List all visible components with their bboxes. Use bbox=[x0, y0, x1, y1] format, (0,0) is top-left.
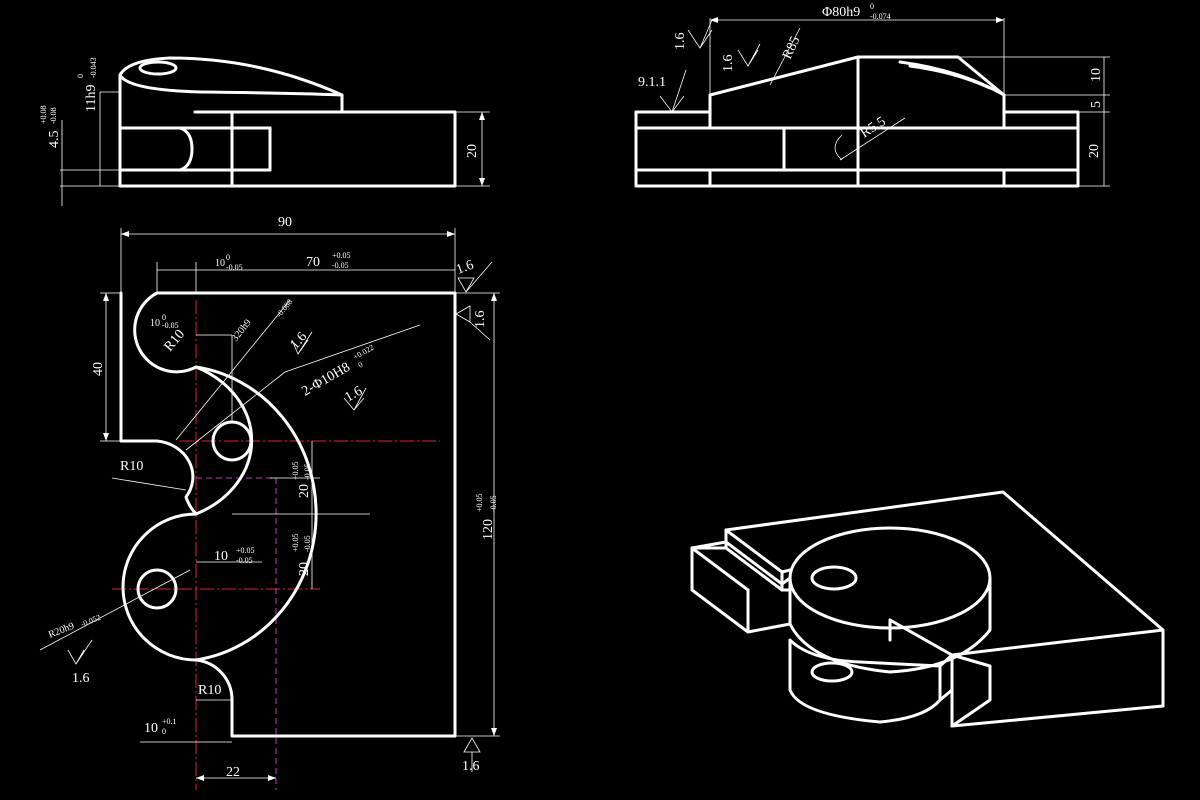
front-rough-1: 1.6 bbox=[673, 33, 688, 51]
top-radius-10-bottom: R10 bbox=[198, 683, 221, 698]
side-dim-20: 20 bbox=[465, 144, 480, 158]
top-radius-20-tol: -0.052 bbox=[79, 613, 102, 629]
side-dim-4-5-tol-high: +0.08 bbox=[39, 105, 48, 124]
front-view: Φ80h9 0 -0.074 R85 R5.5 10 5 20 1.6 1.6 … bbox=[634, 2, 1110, 188]
top-dim-320: 320h9 bbox=[230, 317, 254, 343]
side-dim-11-tol-low: -0.043 bbox=[89, 57, 98, 78]
front-rough-2: 1.6 bbox=[721, 55, 736, 73]
top-dim-70-tol-high: +0.05 bbox=[332, 251, 351, 260]
top-rough-r20: 1.6 bbox=[72, 671, 90, 686]
top-dim-120-tol-high: +0.05 bbox=[475, 493, 484, 512]
front-dim-5: 5 bbox=[1089, 101, 1104, 108]
top-holes-tol: +0.022 bbox=[352, 343, 376, 362]
top-dim-20-upper: 20 bbox=[297, 484, 312, 498]
top-view: 90 70 +0.05 -0.05 10 0 -0.05 40 120 +0.0… bbox=[39, 215, 500, 790]
front-dim-20: 20 bbox=[1087, 144, 1102, 158]
top-dim-22: 22 bbox=[226, 765, 240, 780]
side-dim-4-5-tol-low: -0.08 bbox=[49, 107, 58, 124]
top-dim-10-small: 10 bbox=[150, 318, 160, 329]
top-dim-20-upper-tol-high: +0.05 bbox=[291, 461, 300, 480]
side-dim-4-5: 4.5 bbox=[47, 131, 62, 149]
top-dim-10-bottom: 10 bbox=[144, 721, 158, 736]
top-rough-top-right: 1.6 bbox=[454, 258, 476, 278]
top-dim-20-lower: 20 bbox=[297, 562, 312, 576]
top-dim-10-small-tol: 0 bbox=[162, 313, 166, 322]
top-rough-hole: 1.6 bbox=[343, 384, 366, 406]
top-dim-10-small-tol-low: -0.05 bbox=[162, 321, 179, 330]
top-dim-20-upper-tol-low: -0.05 bbox=[303, 463, 312, 480]
top-rough-right: 1.6 bbox=[473, 311, 488, 329]
top-radius-10-upper: R10 bbox=[162, 327, 188, 355]
top-holes-tol-low: 0 bbox=[357, 360, 365, 370]
top-dim-10-bottom-tol-low: 0 bbox=[162, 727, 166, 736]
top-radius-10-left: R10 bbox=[120, 459, 143, 474]
top-dim-120: 120 bbox=[481, 519, 496, 540]
top-dim-40: 40 bbox=[91, 362, 106, 376]
front-rough-3: 9.1.1 bbox=[638, 75, 666, 90]
top-dim-10-bottom-tol-high: +0.1 bbox=[162, 717, 177, 726]
top-dim-10-mid-tol-high: +0.05 bbox=[236, 546, 255, 555]
front-dim-phi80-tol-low: -0.074 bbox=[870, 12, 891, 21]
side-dim-11-tol: 0 bbox=[76, 74, 85, 78]
top-dim-90: 90 bbox=[278, 215, 292, 230]
top-dim-10-tol-low: -0.05 bbox=[226, 263, 243, 272]
top-dim-10-mid-tol-low: -0.05 bbox=[236, 556, 253, 565]
top-radius-20: R20h9 bbox=[47, 621, 76, 641]
front-dim-phi80: Φ80h9 bbox=[822, 5, 860, 20]
front-radius-85: R85 bbox=[780, 34, 803, 61]
top-rough-bottom: 1.6 bbox=[462, 759, 480, 774]
side-dim-11h9: 11h9 bbox=[84, 85, 99, 112]
side-view: 11h9 0 -0.043 4.5 +0.08 -0.08 20 bbox=[39, 56, 490, 206]
front-dim-10: 10 bbox=[1089, 68, 1104, 82]
top-dim-320-tol: -0.088 bbox=[274, 297, 294, 319]
top-dim-20-lower-tol-high: +0.05 bbox=[291, 533, 300, 552]
top-dim-70-tol-low: -0.05 bbox=[332, 261, 349, 270]
top-dim-10: 10 bbox=[215, 258, 225, 269]
front-dim-phi80-tol: 0 bbox=[870, 2, 874, 11]
front-radius-5-5: R5.5 bbox=[858, 114, 889, 141]
top-dim-70: 70 bbox=[306, 255, 320, 270]
top-dim-10-tol-high: 0 bbox=[226, 253, 230, 262]
top-dim-20-lower-tol-low: -0.05 bbox=[303, 535, 312, 552]
top-dim-120-tol-low: -0.05 bbox=[489, 495, 498, 512]
isometric-view bbox=[690, 490, 1165, 728]
top-rough-320: 1.6 bbox=[288, 330, 311, 353]
top-dim-10-mid: 10 bbox=[214, 549, 228, 564]
